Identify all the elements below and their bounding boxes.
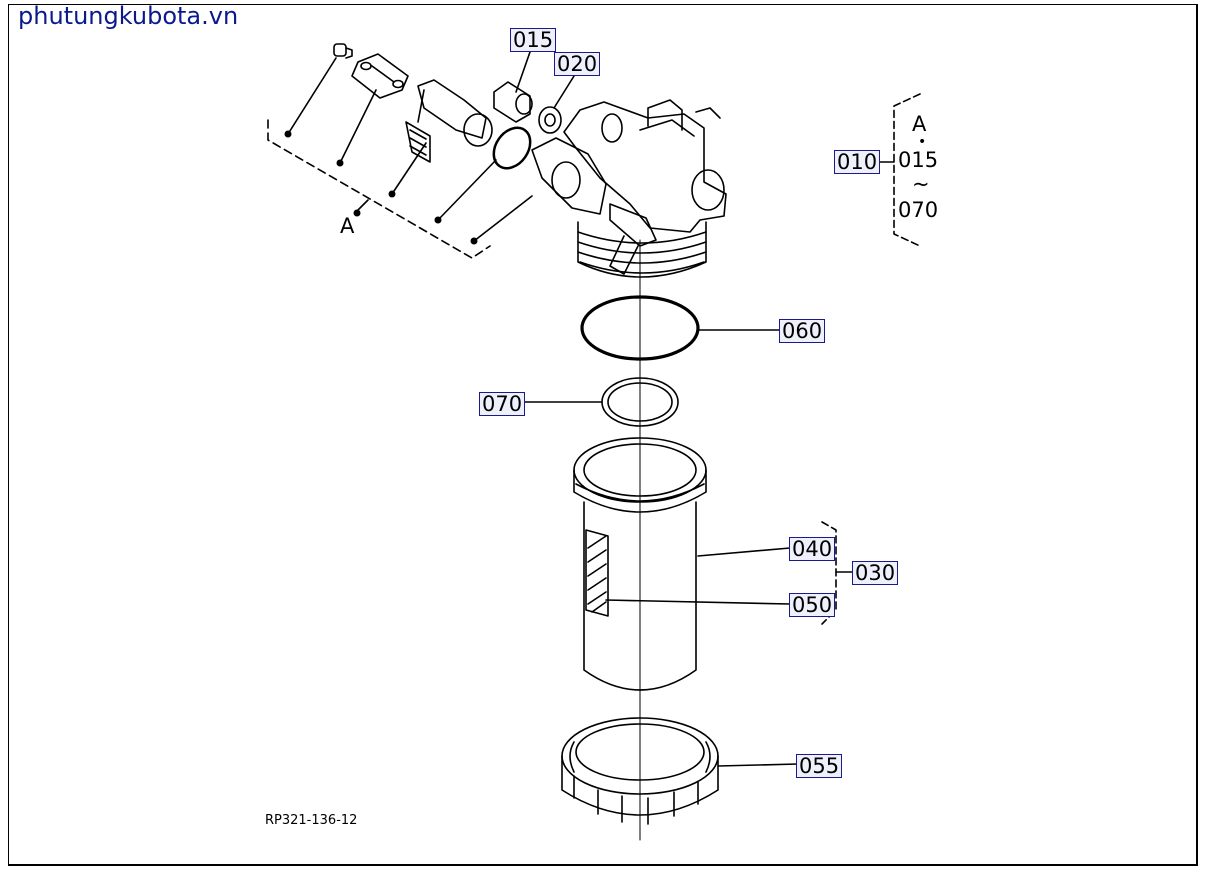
callout-015[interactable]: 015 [510, 28, 557, 52]
watermark-text: phutungkubota.vn [18, 2, 239, 30]
threaded-neck [577, 221, 707, 278]
bracket-030 [821, 521, 837, 625]
o-ring-060 [580, 295, 700, 361]
leader-040 [697, 547, 791, 557]
callout-030[interactable]: 030 [852, 561, 899, 585]
leader-020 [553, 75, 575, 109]
group-a-label: A [340, 214, 355, 238]
gasket-plate [351, 53, 409, 99]
callout-070[interactable]: 070 [479, 392, 526, 416]
small-screw [333, 43, 353, 59]
bracket-015-label: 015 [898, 148, 939, 172]
bracket-010 [893, 93, 921, 247]
leader-055 [717, 763, 799, 767]
washer-020 [538, 106, 562, 134]
callout-050[interactable]: 050 [789, 593, 836, 617]
callout-020[interactable]: 020 [554, 52, 601, 76]
fitting-015 [493, 81, 533, 123]
callout-040[interactable]: 040 [789, 537, 836, 561]
bracket-tilde: ~ [912, 172, 930, 196]
bracket-a-label: A [912, 112, 927, 136]
drain-cock-lever [405, 79, 493, 163]
leader-050 [605, 599, 791, 605]
filter-head [531, 99, 727, 275]
group-a-leaders [287, 57, 533, 242]
ring-nut-055 [561, 717, 719, 825]
bowl-040 [573, 437, 707, 691]
callout-060[interactable]: 060 [779, 319, 826, 343]
drawing-code: RP321-136-12 [265, 813, 358, 828]
group-a-outline [267, 119, 491, 259]
callout-055[interactable]: 055 [796, 754, 843, 778]
bracket-070-label: 070 [898, 198, 939, 222]
bracket-dot: • [918, 134, 927, 150]
callout-010[interactable]: 010 [834, 150, 881, 174]
leader-015 [515, 51, 531, 93]
small-o-ring [492, 126, 532, 170]
